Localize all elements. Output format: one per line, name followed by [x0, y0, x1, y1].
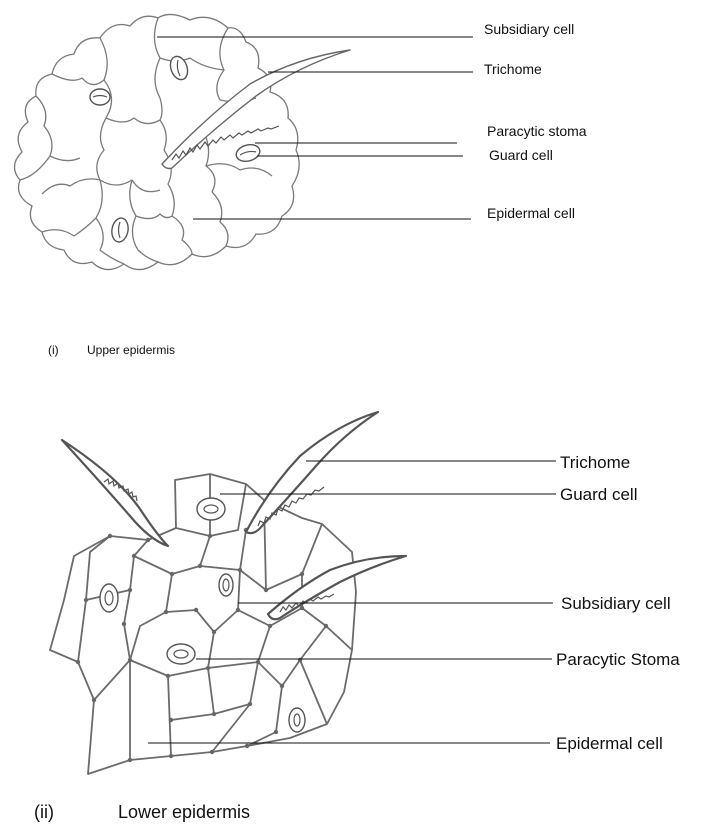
- upper-epidermis-drawing: [14, 14, 350, 269]
- caption-lower-number: (ii): [34, 802, 54, 822]
- stoma-upper-1: [167, 54, 190, 82]
- label-upper-paracytic-stoma: Paracytic stoma: [487, 123, 587, 139]
- stoma-lower-4: [167, 644, 195, 664]
- lower-epidermis-drawing: [50, 412, 406, 774]
- stoma-upper-4: [110, 217, 130, 243]
- label-lower-guard-cell: Guard cell: [560, 485, 637, 504]
- stoma-lower-3: [219, 574, 233, 596]
- stoma-lower-5: [289, 708, 305, 732]
- label-lower-epidermal-cell: Epidermal cell: [556, 734, 663, 753]
- label-upper-trichome: Trichome: [484, 61, 542, 77]
- label-upper-subsidiary-cell: Subsidiary cell: [484, 21, 574, 37]
- caption-upper-title: Upper epidermis: [87, 343, 175, 357]
- label-upper-epidermal-cell: Epidermal cell: [487, 205, 575, 221]
- label-lower-paracytic-stoma: Paracytic Stoma: [556, 650, 680, 669]
- stoma-upper-2: [90, 89, 110, 105]
- caption-lower-title: Lower epidermis: [118, 802, 250, 822]
- caption-upper-number: (i): [48, 343, 59, 357]
- stoma-lower-1: [197, 498, 225, 520]
- label-upper-guard-cell: Guard cell: [489, 147, 553, 163]
- label-lower-trichome: Trichome: [560, 453, 630, 472]
- label-lower-subsidiary-cell: Subsidiary cell: [561, 594, 671, 613]
- stoma-upper-3: [234, 142, 261, 164]
- stoma-lower-2: [100, 584, 118, 612]
